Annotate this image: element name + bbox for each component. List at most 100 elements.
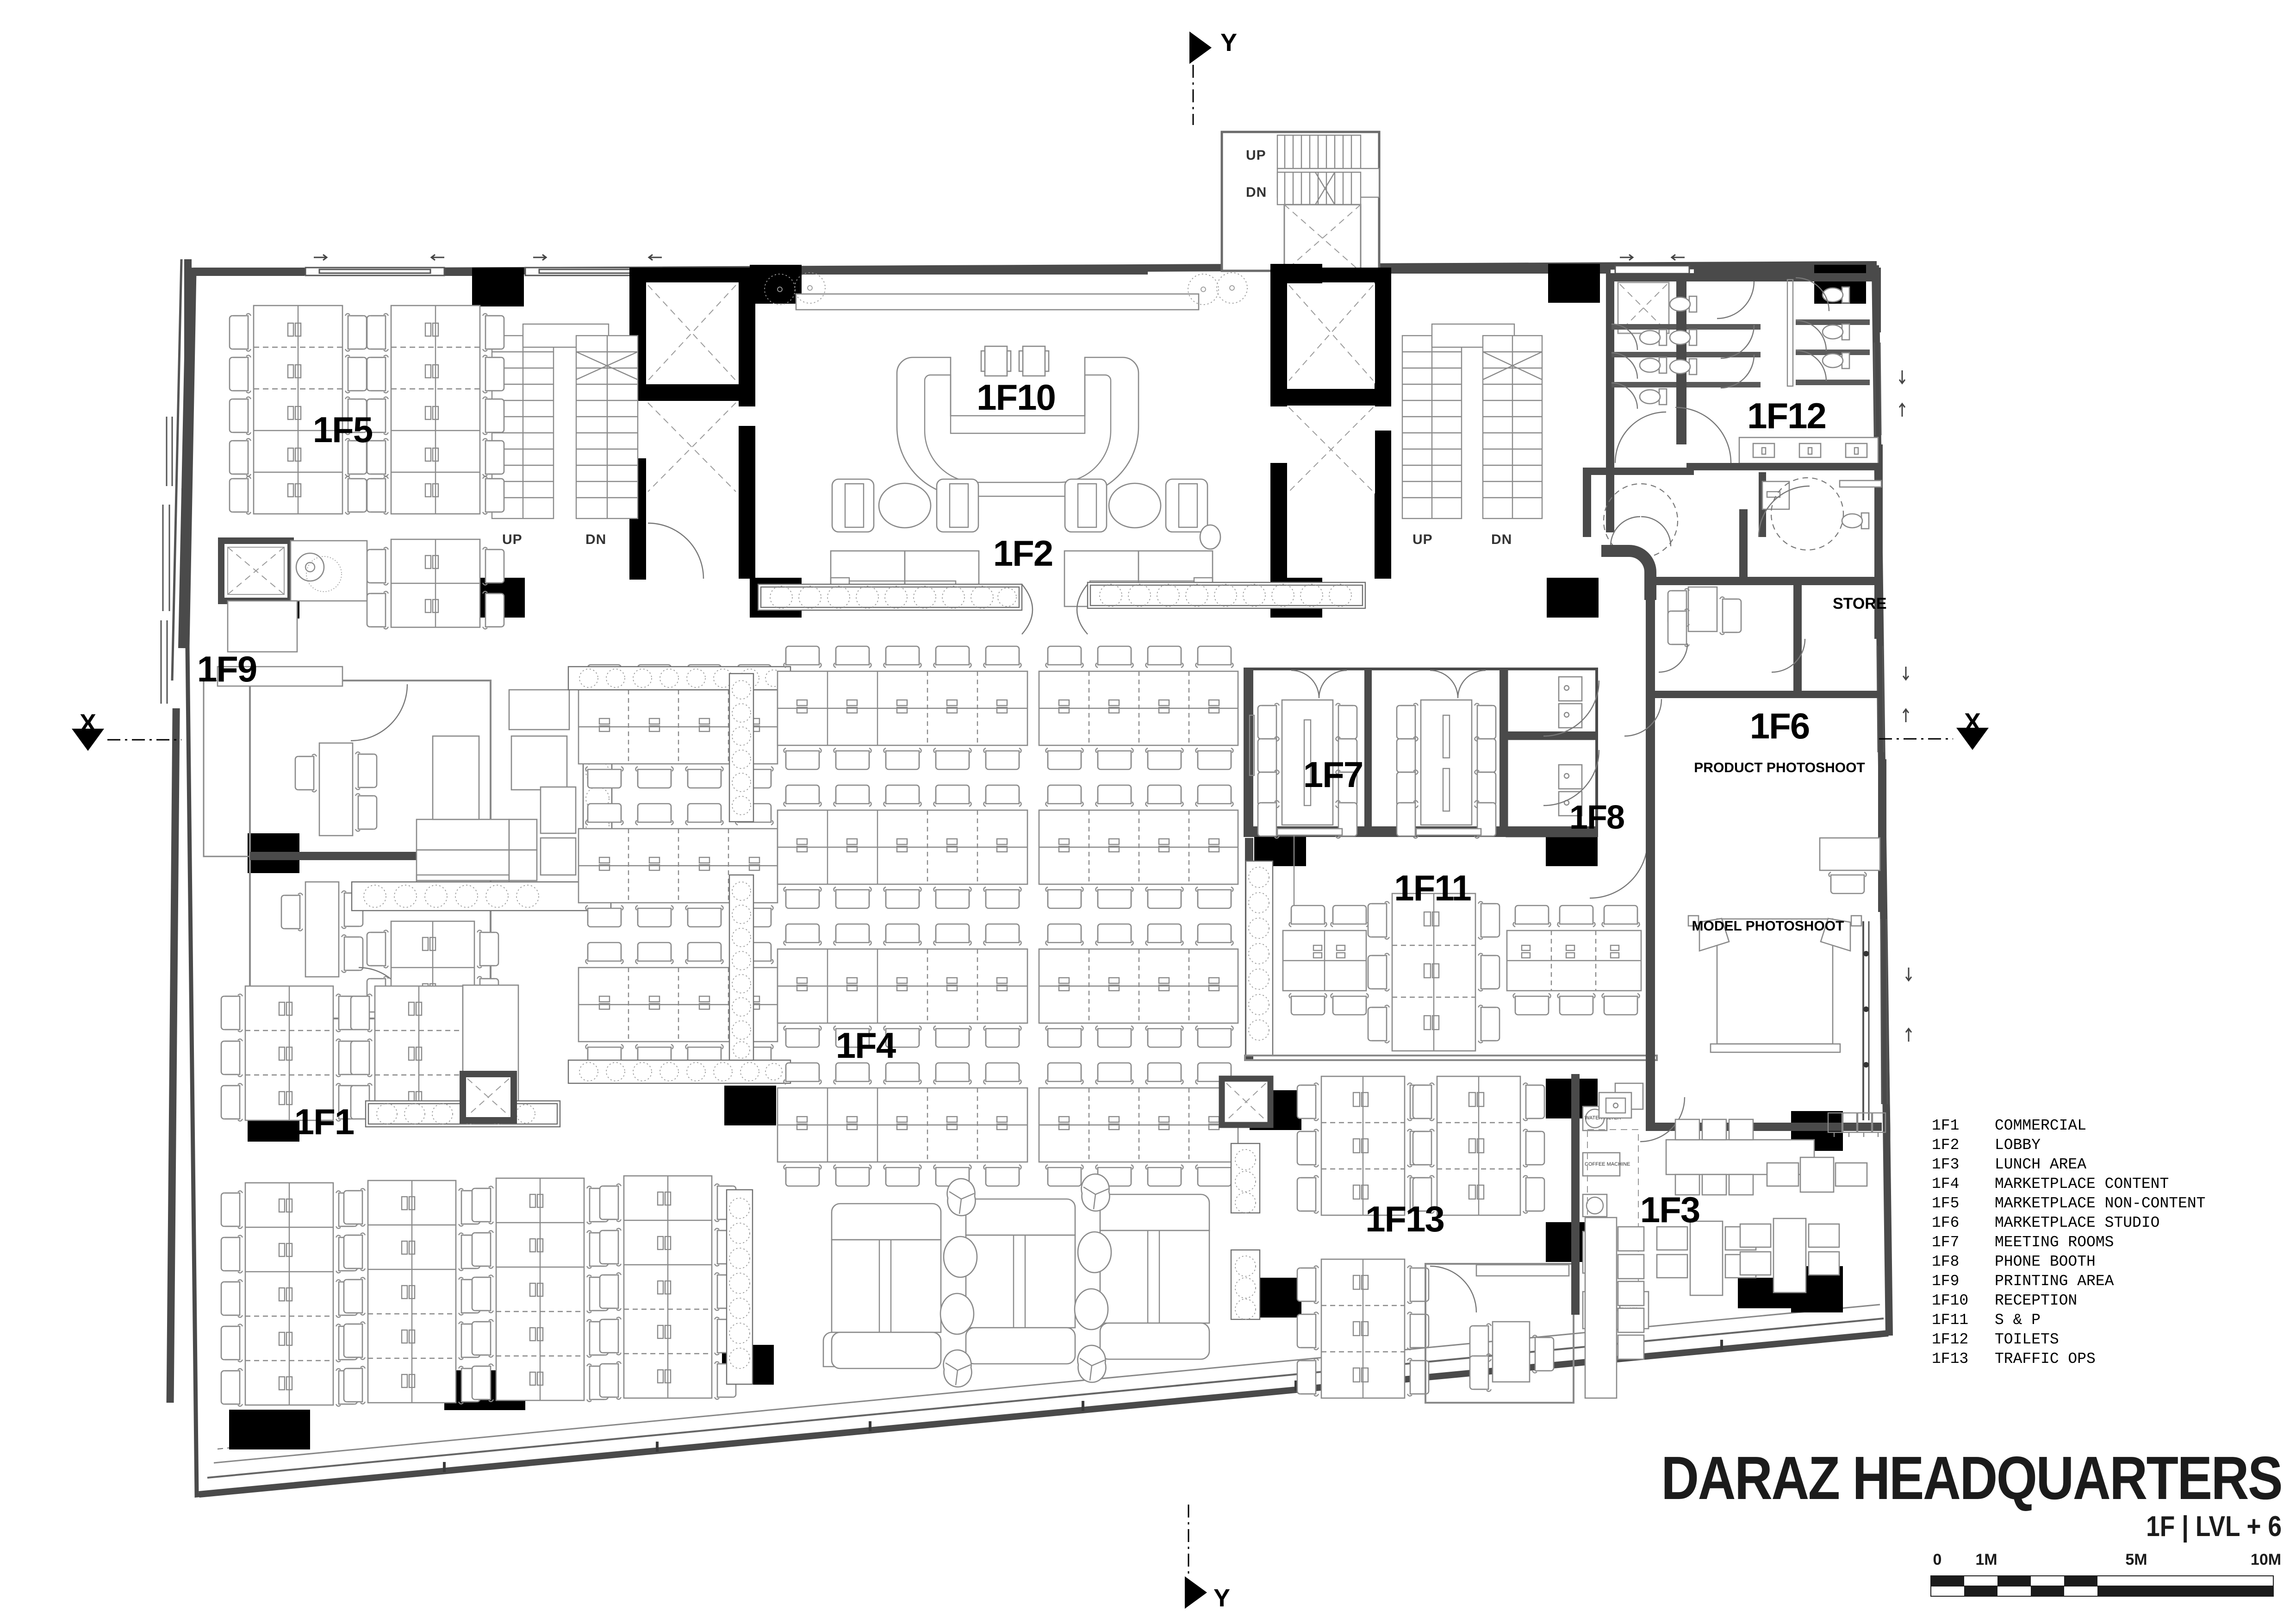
room-tag-1f12: 1F12 (1747, 395, 1826, 436)
svg-text:1F12: 1F12 (1932, 1331, 1968, 1348)
section-marker-x-left: X (72, 709, 181, 751)
svg-text:1F4: 1F4 (1932, 1175, 1959, 1193)
meeting-room-2 (1397, 669, 1496, 838)
room-tag-1f2: 1F2 (993, 533, 1052, 574)
zone-1f4 (567, 645, 1239, 1186)
svg-text:1F5: 1F5 (1932, 1195, 1959, 1212)
svg-text:TRAFFIC OPS: TRAFFIC OPS (1995, 1350, 2096, 1368)
room-tag-1f5: 1F5 (313, 409, 373, 450)
scale-tick-5m: 5M (2125, 1551, 2147, 1568)
sublabel-product-photoshoot: PRODUCT PHOTOSHOOT (1694, 760, 1865, 775)
scale-tick-0: 0 (1933, 1551, 1942, 1568)
scale-tick-10m: 10M (2251, 1551, 2281, 1568)
zone-1f12 (1583, 273, 1882, 559)
east-stair (1401, 323, 1543, 519)
svg-text:1F9: 1F9 (1932, 1273, 1959, 1290)
stool-pods (940, 1173, 1112, 1388)
svg-text:Y: Y (1220, 29, 1237, 56)
sublabel-model-photoshoot: MODEL PHOTOSHOOT (1692, 918, 1844, 934)
section-markers: X X Y Y (72, 29, 1989, 1612)
print-lounge (416, 689, 577, 893)
phone-booths (1506, 668, 1600, 837)
svg-text:S & P: S & P (1995, 1312, 2041, 1329)
svg-text:Y: Y (1213, 1584, 1230, 1612)
cabin-1-desk (295, 742, 377, 837)
svg-text:MARKETPLACE CONTENT: MARKETPLACE CONTENT (1995, 1175, 2169, 1193)
svg-text:1F7: 1F7 (1932, 1234, 1959, 1251)
legend-row: 1F5 MARKETPLACE NON-CONTENT (1932, 1195, 2205, 1212)
stair-label-up: UP (1246, 148, 1266, 163)
room-tag-1f1: 1F1 (294, 1101, 354, 1142)
legend-row: 1F4 MARKETPLACE CONTENT (1932, 1175, 2169, 1193)
stair-label-dn-east: DN (1491, 532, 1512, 547)
svg-text:PRINTING AREA: PRINTING AREA (1995, 1273, 2114, 1290)
west-curtain-wall (160, 417, 173, 704)
collab-booths (822, 1173, 1210, 1388)
lobby-planter-band (757, 581, 1366, 635)
svg-text:1F2: 1F2 (1932, 1137, 1959, 1154)
east-curtain-wall (1873, 342, 1888, 1105)
stair-label-dn-west: DN (585, 532, 606, 547)
zone-1f7-1f8 (1244, 668, 1600, 838)
svg-text:MARKETPLACE STUDIO: MARKETPLACE STUDIO (1995, 1214, 2159, 1231)
sublabel-store: STORE (1833, 595, 1887, 612)
cabin-2-desk (281, 881, 363, 978)
west-wall-segments (166, 259, 192, 1403)
north-stair-bay: UP DN (1220, 131, 1381, 273)
room-tag-1f13: 1F13 (1365, 1199, 1444, 1239)
room-tag-1f9: 1F9 (197, 649, 256, 689)
scale-bar: 0 1M 5M 10M (1930, 1551, 2281, 1597)
room-tag-1f3: 1F3 (1640, 1189, 1699, 1230)
stair-label-up-west: UP (502, 532, 523, 547)
1f4-right-benches (1038, 645, 1239, 1186)
drawing-subtitle: 1F | LVL + 6 (2146, 1511, 2282, 1543)
room-tag-1f11: 1F11 (1394, 868, 1471, 908)
meeting-room-1 (1258, 669, 1357, 838)
svg-text:LOBBY: LOBBY (1995, 1137, 2041, 1154)
legend-row: 1F9 PRINTING AREA (1932, 1273, 2114, 1290)
room-tag-1f7: 1F7 (1303, 754, 1363, 795)
svg-text:PHONE BOOTH: PHONE BOOTH (1995, 1253, 2096, 1270)
zone-1f6 (1601, 509, 1882, 1131)
svg-text:1F8: 1F8 (1932, 1253, 1959, 1270)
legend-row: 1F6 MARKETPLACE STUDIO (1932, 1214, 2159, 1231)
zone-1f3 (1584, 1112, 1886, 1399)
legend-row: 1F12 TOILETS (1932, 1331, 2059, 1348)
vanity-counter (1738, 437, 1879, 464)
svg-text:1F6: 1F6 (1932, 1214, 1959, 1231)
stair-label-dn: DN (1246, 185, 1267, 200)
zone-1f11 (1244, 836, 1658, 1061)
svg-text:MARKETPLACE NON-CONTENT: MARKETPLACE NON-CONTENT (1995, 1195, 2205, 1212)
svg-text:TOILETS: TOILETS (1995, 1331, 2059, 1348)
room-tag-1f10: 1F10 (977, 377, 1055, 418)
svg-text:1F3: 1F3 (1932, 1156, 1959, 1173)
commercial-lower-grid (221, 1175, 753, 1406)
svg-text:1F13: 1F13 (1932, 1350, 1968, 1368)
stair-label-up-east: UP (1412, 532, 1433, 547)
legend-row: 1F13 TRAFFIC OPS (1932, 1350, 2096, 1368)
svg-text:COMMERCIAL: COMMERCIAL (1995, 1117, 2086, 1134)
window-open-arrows (314, 254, 1685, 261)
legend-row: 1F2 LOBBY (1932, 1137, 2041, 1154)
scale-tick-1m: 1M (1975, 1551, 1997, 1568)
legend-row: 1F8 PHONE BOOTH (1932, 1253, 2096, 1270)
1f4-mid-benches (777, 645, 1028, 1186)
room-tag-1f8: 1F8 (1569, 799, 1624, 836)
title-block: DARAZ HEADQUARTERS 1F | LVL + 6 (1661, 1444, 2283, 1543)
section-marker-x-right: X (1879, 708, 1989, 750)
room-tag-1f6: 1F6 (1750, 706, 1809, 746)
1f4-left-benches (567, 664, 791, 1084)
section-marker-y-top: Y (1189, 29, 1237, 125)
zone-1f5 (218, 305, 504, 653)
nw-service-corner (218, 537, 368, 653)
svg-text:RECEPTION: RECEPTION (1995, 1292, 2077, 1309)
zone-1f1 (221, 984, 753, 1406)
section-marker-y-bottom: Y (1185, 1505, 1230, 1612)
drawing-title: DARAZ HEADQUARTERS (1661, 1444, 2282, 1512)
